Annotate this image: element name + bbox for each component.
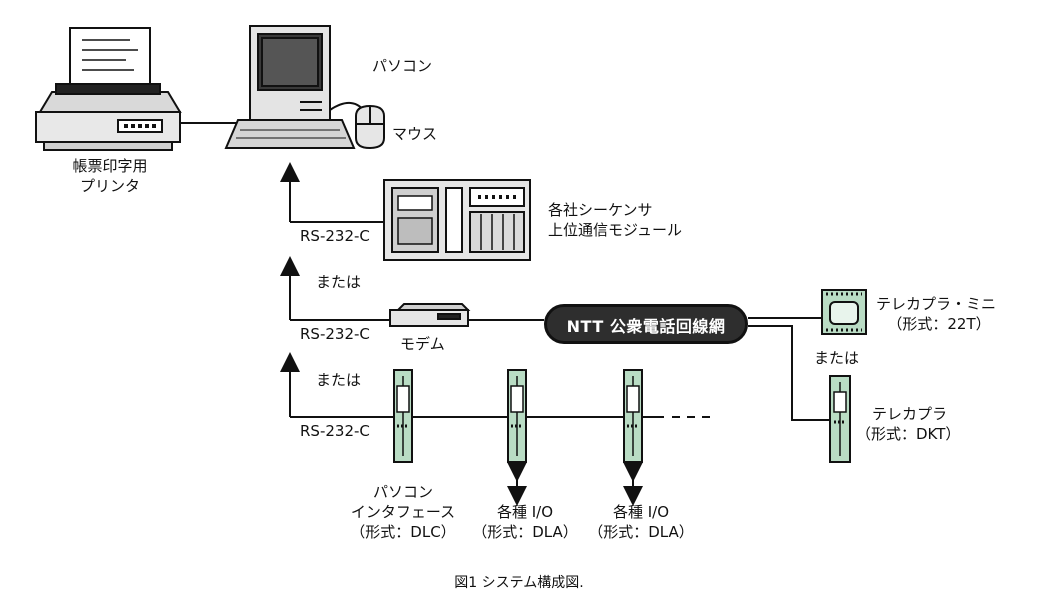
modem-label: モデム — [400, 335, 445, 353]
io2-label-line1: 各種 I/O — [612, 503, 670, 521]
telecoupler-label-line1: テレカプラ — [872, 405, 948, 423]
printer-label-line1: 帳票印字用 — [72, 157, 148, 175]
figure-caption: 図1 システム構成図. — [454, 575, 584, 591]
dla-module-2-icon — [623, 369, 643, 463]
io2-label-line2: （形式：DLA） — [588, 523, 694, 541]
telecoupler-dkt-icon — [829, 375, 851, 463]
pc-interface-label-line1: パソコン — [372, 483, 433, 501]
ntt-dkt-link — [748, 325, 830, 421]
or-label-1: または — [316, 273, 362, 291]
rs232c-label-2: RS-232-C — [300, 325, 370, 343]
io1-label-line2: （形式：DLA） — [472, 523, 578, 541]
io1-label-line1: 各種 I/O — [496, 503, 554, 521]
dla-module-1-icon — [507, 369, 527, 463]
rs232c-label-1: RS-232-C — [300, 227, 370, 245]
or-label-3: または — [814, 349, 860, 367]
dlc-module-icon — [393, 369, 413, 463]
sequencer-label-line2: 上位通信モジュール — [548, 221, 682, 239]
or-label-2: または — [316, 371, 362, 389]
pc-interface-label-line2: インタフェース — [350, 503, 456, 521]
sequencer-module-icon — [383, 179, 531, 261]
printer-label-line2: プリンタ — [79, 177, 140, 195]
telecoupler-mini-icon — [821, 289, 867, 335]
pc-icon — [224, 25, 356, 149]
ntt-network-node: NTT 公衆電話回線網 — [544, 304, 748, 344]
sequencer-label-line1: 各社シーケンサ — [548, 201, 653, 219]
telecoupler-mini-label-line2: （形式：22T） — [887, 315, 991, 333]
rs232c-label-3: RS-232-C — [300, 422, 370, 440]
telecoupler-label-line2: （形式：DKT） — [856, 425, 961, 443]
modem-icon — [389, 303, 471, 327]
pc-interface-label-line3: （形式：DLC） — [350, 523, 456, 541]
printer-icon — [35, 27, 182, 151]
telecoupler-mini-label-line1: テレカプラ・ミニ — [876, 295, 997, 313]
pc-label: パソコン — [372, 57, 433, 75]
mouse-icon — [355, 104, 385, 150]
connection-lines — [180, 102, 830, 506]
mouse-label: マウス — [392, 125, 438, 143]
